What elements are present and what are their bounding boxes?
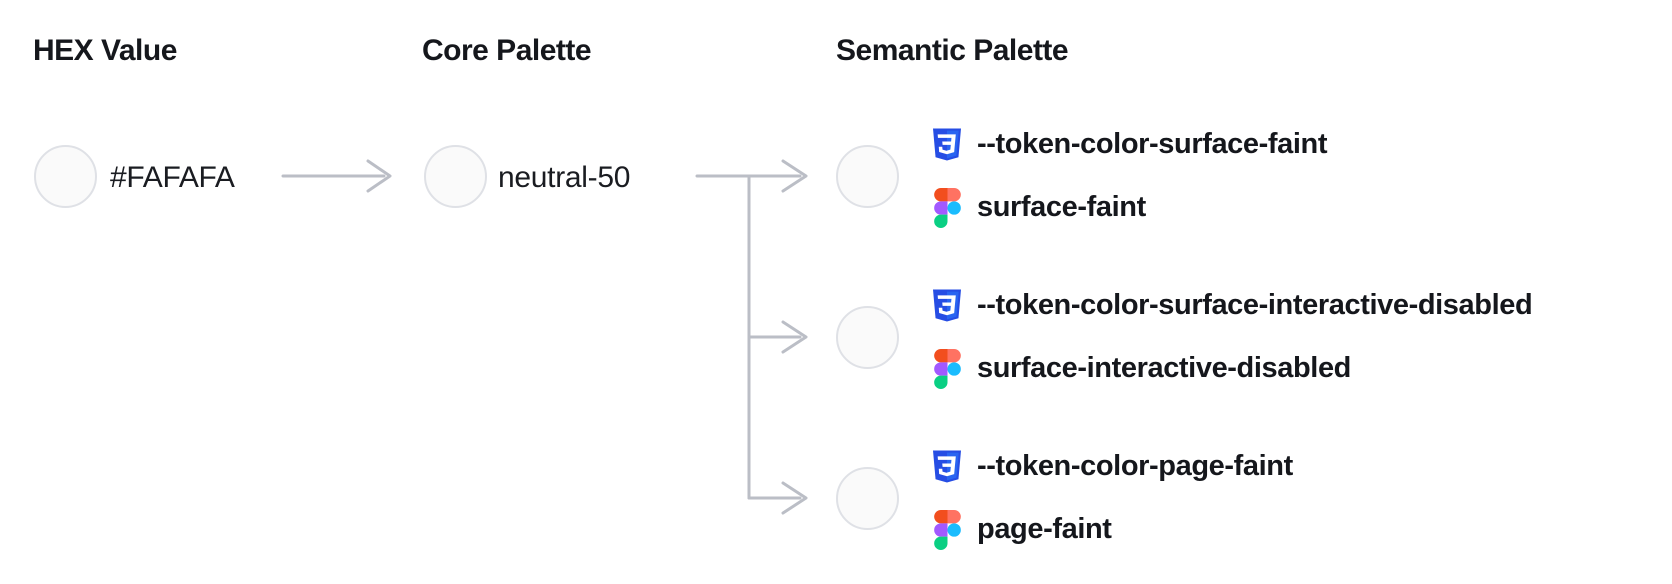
semantic-token-row: --token-color-page-faint page-faint bbox=[930, 435, 1670, 561]
css3-shield-icon bbox=[930, 287, 964, 324]
semantic-color-swatch bbox=[836, 306, 899, 369]
figma-style-name: page-faint bbox=[977, 513, 1112, 545]
figma-logo-icon bbox=[930, 509, 964, 550]
hex-color-swatch bbox=[34, 145, 97, 208]
semantic-color-swatch bbox=[836, 467, 899, 530]
core-palette-label: neutral-50 bbox=[498, 161, 631, 194]
semantic-token-row: --token-color-surface-interactive-disabl… bbox=[930, 274, 1670, 400]
css3-shield-icon bbox=[930, 126, 964, 163]
figma-style-line: page-faint bbox=[930, 498, 1670, 561]
figma-style-name: surface-interactive-disabled bbox=[977, 352, 1351, 384]
figma-style-line: surface-faint bbox=[930, 176, 1670, 239]
semantic-color-swatch bbox=[836, 145, 899, 208]
css-variable-name: --token-color-surface-faint bbox=[977, 128, 1328, 160]
semantic-token-row: --token-color-surface-faint surface-fain… bbox=[930, 113, 1670, 239]
figma-style-line: surface-interactive-disabled bbox=[930, 337, 1670, 400]
figma-logo-icon bbox=[930, 187, 964, 228]
css-variable-line: --token-color-surface-faint bbox=[930, 113, 1670, 176]
css-variable-line: --token-color-surface-interactive-disabl… bbox=[930, 274, 1670, 337]
arrow-branch-2-head bbox=[781, 320, 808, 354]
figma-style-name: surface-faint bbox=[977, 191, 1146, 223]
semantic-palette-heading: Semantic Palette bbox=[836, 34, 1069, 67]
css-variable-name: --token-color-surface-interactive-disabl… bbox=[977, 289, 1533, 321]
css-variable-line: --token-color-page-faint bbox=[930, 435, 1670, 498]
figma-logo-icon bbox=[930, 348, 964, 389]
css3-shield-icon bbox=[930, 448, 964, 485]
css-variable-name: --token-color-page-faint bbox=[977, 450, 1293, 482]
arrow-hex-to-core-head bbox=[366, 159, 392, 193]
core-palette-heading: Core Palette bbox=[422, 34, 592, 67]
hex-value-heading: HEX Value bbox=[33, 34, 177, 67]
hex-value-label: #FAFAFA bbox=[110, 161, 235, 194]
core-color-swatch bbox=[424, 145, 487, 208]
arrow-branch-3-head bbox=[781, 481, 808, 515]
arrow-branch-1-head bbox=[781, 159, 808, 193]
